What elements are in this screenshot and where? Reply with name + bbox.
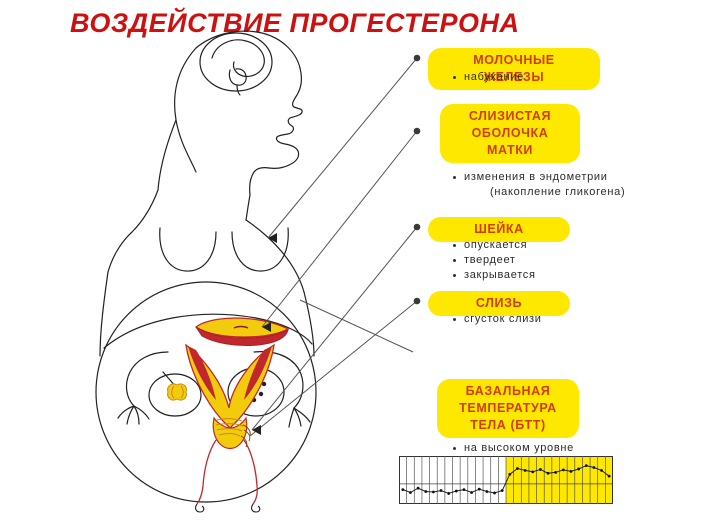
bullet-item: опускается [450, 238, 536, 253]
callout-badge-cervix[interactable]: ШЕЙКА [428, 217, 570, 242]
temperature-point [546, 471, 550, 475]
callout-bullets-uterine-lining: изменения в эндометрии (накопление глико… [450, 170, 625, 200]
badge-line: ТЕЛА (БТТ) [470, 418, 546, 432]
temperature-point [447, 492, 451, 495]
callout-bullets-cervix: опускается твердеет закрывается [450, 238, 536, 283]
temperature-point [477, 487, 481, 491]
page-title: ВОЗДЕЙСТВИЕ ПРОГЕСТЕРОНА [70, 8, 520, 38]
temperature-point [470, 491, 474, 494]
temperature-point [607, 474, 611, 478]
badge-line: СЛИЗЬ [475, 296, 523, 310]
uterus-body [185, 343, 275, 429]
temperature-point [462, 488, 466, 491]
temperature-point [416, 486, 420, 490]
badge-line: ОБОЛОЧКА [471, 126, 549, 140]
temperature-point [493, 491, 496, 495]
bullet-item: на высоком уровне [450, 441, 574, 456]
temperature-point [538, 468, 542, 471]
temperature-point [577, 467, 581, 471]
temperature-point [401, 488, 405, 491]
temperature-point [485, 490, 489, 493]
bullet-subnote: (накопление гликогена) [490, 186, 626, 198]
bullet-item: сгусток слизи [450, 312, 542, 327]
bbt-chart [399, 456, 613, 504]
badge-line: МАТКИ [486, 143, 534, 157]
callout-badge-breasts[interactable]: МОЛОЧНЫЕ ЖЕЛЕЗЫ [428, 48, 600, 90]
badge-line: СЛИЗИСТАЯ [468, 109, 552, 123]
badge-line: БАЗАЛЬНАЯ [465, 384, 551, 398]
callout-badge-bbt[interactable]: БАЗАЛЬНАЯ ТЕМПЕРАТУРА ТЕЛА (БТТ) [437, 379, 579, 438]
callout-badge-uterine-lining[interactable]: СЛИЗИСТАЯ ОБОЛОЧКА МАТКИ [440, 104, 580, 163]
temperature-point [508, 472, 512, 476]
badge-line: МОЛОЧНЫЕ ЖЕЛЕЗЫ [473, 53, 555, 84]
bullet-item: закрывается [450, 268, 536, 283]
bullet-item: твердеет [450, 253, 536, 268]
temperature-point [561, 468, 565, 472]
callout-bullets-breasts: набухание [450, 70, 524, 85]
leader-dots [413, 54, 421, 305]
badge-line: ШЕЙКА [474, 222, 524, 236]
temperature-point [531, 470, 535, 474]
bullet-item: изменения в эндометрии [450, 170, 625, 185]
badge-line: ТЕМПЕРАТУРА [459, 401, 557, 415]
cervix [212, 416, 251, 450]
temperature-point [523, 469, 527, 472]
temperature-point [584, 464, 588, 467]
temperature-point [409, 491, 412, 494]
temperature-point [569, 469, 573, 473]
temperature-point [600, 469, 603, 472]
temperature-point [516, 467, 519, 470]
temperature-point [500, 489, 504, 492]
callout-bullets-bbt: на высоком уровне [450, 441, 574, 456]
temperature-point [592, 466, 596, 469]
temperature-point [424, 490, 428, 493]
temperature-point [431, 490, 435, 494]
leader-lines [249, 57, 418, 437]
temperature-point [554, 470, 558, 474]
temperature-point [454, 489, 458, 493]
temperature-line [402, 465, 610, 494]
temperature-point [439, 489, 443, 492]
bullet-item: набухание [450, 70, 524, 85]
leader-arrowheads [252, 233, 277, 435]
callout-badge-mucus[interactable]: СЛИЗЬ [428, 291, 570, 316]
callout-bullets-mucus: сгусток слизи [450, 312, 542, 327]
corpus-luteum [167, 383, 187, 401]
